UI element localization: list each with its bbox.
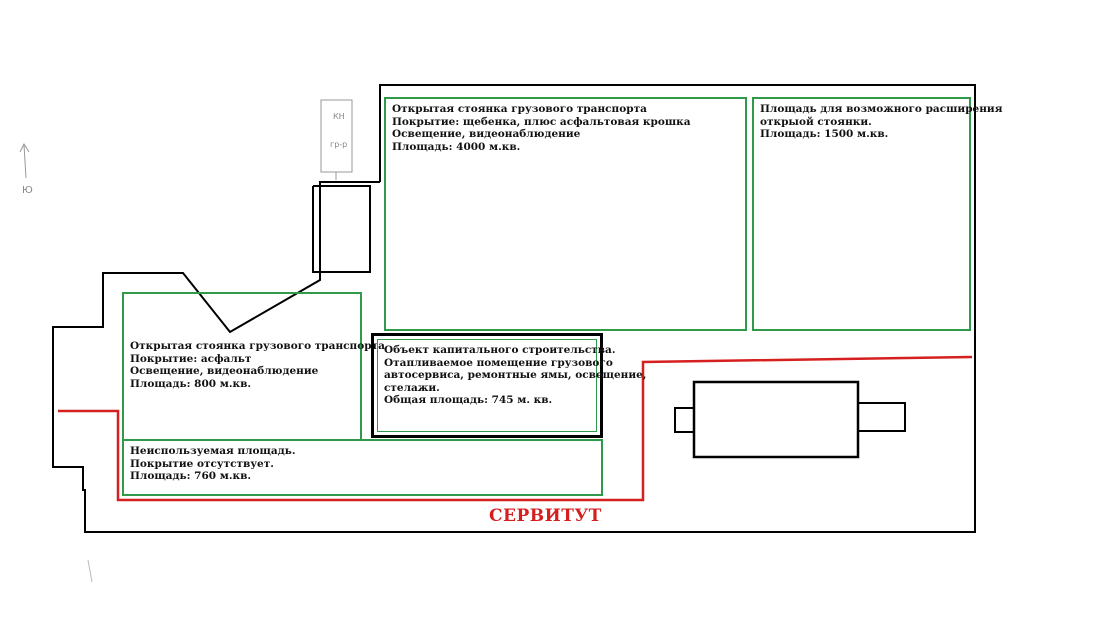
zone-building-line3: автосервиса, ремонтные ямы, освещение, bbox=[384, 369, 647, 382]
sign-post bbox=[320, 99, 353, 173]
zone-unused: Неиспользуемая площадь. Покрытие отсутст… bbox=[122, 439, 603, 496]
zone-expansion: Площадь для возможного расширения открыо… bbox=[752, 97, 1003, 331]
sign-south: Ю bbox=[22, 185, 33, 196]
zone-parking-main-coating: Покрытие: щебенка, плюс асфальтовая крош… bbox=[392, 115, 691, 128]
servitut-line bbox=[58, 355, 973, 502]
zone-parking-asphalt: Открытая стоянка грузового транспорта По… bbox=[122, 292, 385, 440]
zone-parking-main-title: Открытая стоянка грузового транспорта bbox=[392, 103, 647, 115]
zone-parking-asphalt-light: Освещение, видеонаблюдение bbox=[130, 365, 319, 378]
zone-building: Объект капитального строительства. Отапл… bbox=[371, 333, 647, 438]
zone-parking-main: Открытая стоянка грузового транспорта По… bbox=[384, 97, 747, 331]
vehicle-body bbox=[692, 380, 860, 459]
site-boundary-step bbox=[312, 185, 371, 273]
zone-building-line2: Отапливаемое помещение грузового bbox=[384, 356, 613, 369]
zone-unused-area: Площадь: 760 м.кв. bbox=[130, 470, 252, 483]
zone-building-title: Объект капитального строительства. bbox=[384, 344, 616, 356]
zone-parking-main-area: Площадь: 4000 м.кв. bbox=[392, 140, 521, 153]
zone-unused-coating: Покрытие отсутствует. bbox=[130, 457, 274, 470]
zone-parking-asphalt-area: Площадь: 800 м.кв. bbox=[130, 377, 252, 390]
vehicle-rear bbox=[674, 407, 695, 433]
zone-building-inner-border bbox=[377, 339, 597, 432]
zone-parking-asphalt-coating: Покрытие: асфальт bbox=[130, 352, 252, 365]
scratch-mark bbox=[87, 559, 93, 583]
zone-parking-main-light: Освещение, видеонаблюдение bbox=[392, 128, 581, 141]
zone-building-line4: стелажи. bbox=[384, 381, 440, 394]
site-boundary bbox=[52, 84, 976, 533]
zone-expansion-area: Площадь: 1500 м.кв. bbox=[760, 128, 889, 141]
vehicle-front bbox=[857, 402, 906, 432]
zone-expansion-line2: открыой стоянки. bbox=[760, 115, 872, 128]
compass-arrow-head bbox=[19, 142, 30, 153]
zone-building-area: Общая площадь: 745 м. кв. bbox=[384, 394, 553, 407]
servitut-label: СЕРВИТУТ bbox=[489, 506, 602, 526]
compass-arrow-line bbox=[23, 144, 27, 179]
sign-kn: КН bbox=[333, 112, 345, 121]
zone-expansion-title: Площадь для возможного расширения bbox=[760, 103, 1003, 115]
zone-parking-asphalt-title: Открытая стоянка грузового транспорта bbox=[130, 340, 385, 352]
sign-grp: гр-р bbox=[330, 140, 348, 149]
zone-unused-title: Неиспользуемая площадь. bbox=[130, 445, 296, 457]
